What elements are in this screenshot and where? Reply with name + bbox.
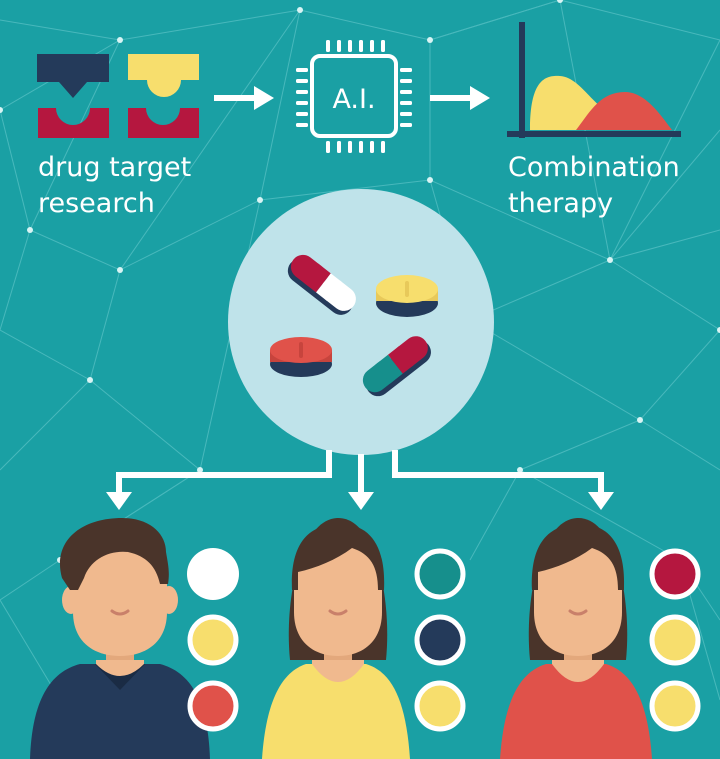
dot-yellow bbox=[649, 614, 701, 666]
dot-teal-ring bbox=[414, 548, 466, 600]
combination-therapy-label-line2: therapy bbox=[508, 187, 614, 219]
dot-yellow bbox=[649, 680, 701, 732]
tablet-yellow-icon bbox=[376, 275, 438, 317]
distribution-arrows bbox=[106, 450, 614, 510]
person-1 bbox=[30, 518, 210, 759]
arrow-down-icon bbox=[348, 492, 374, 510]
drug-target-label-line1: drug target bbox=[38, 152, 192, 183]
person-2 bbox=[262, 517, 410, 759]
dot-navy bbox=[414, 614, 466, 666]
ai-chip-icon: A.I. bbox=[296, 40, 412, 153]
dot-yellow bbox=[414, 680, 466, 732]
person-2-dots bbox=[414, 548, 466, 732]
person-3-dots bbox=[649, 548, 701, 732]
arrow-right-icon bbox=[214, 86, 274, 110]
dot-coral bbox=[187, 680, 239, 732]
capsule-teal-red-icon bbox=[362, 336, 431, 397]
person-1-dots bbox=[187, 548, 239, 732]
drug-target-label: drug target research bbox=[38, 150, 191, 221]
capsule-red-white-icon bbox=[287, 254, 356, 315]
chip-label: A.I. bbox=[332, 84, 375, 115]
dot-white bbox=[187, 548, 239, 600]
arrow-down-icon bbox=[106, 492, 132, 510]
pill-circle bbox=[228, 189, 494, 455]
dot-crimson bbox=[649, 548, 701, 600]
combination-therapy-label-line1: Combination bbox=[508, 152, 680, 183]
combination-therapy-label: Combination therapy bbox=[508, 150, 680, 221]
arrow-down-icon bbox=[588, 492, 614, 510]
combination-chart-icon bbox=[507, 22, 681, 138]
drug-target-label-line2: research bbox=[38, 187, 155, 219]
drug-target-icon bbox=[37, 54, 199, 138]
tablet-coral-icon bbox=[270, 337, 332, 377]
person-3 bbox=[500, 517, 652, 759]
dot-yellow bbox=[187, 614, 239, 666]
arrow-right-icon bbox=[430, 86, 490, 110]
